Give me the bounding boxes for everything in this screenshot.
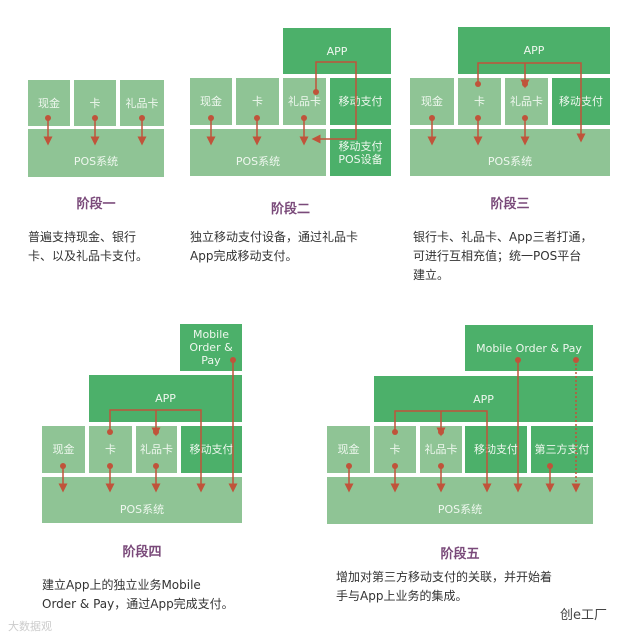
s4-mobile-block: 移动支付: [181, 426, 242, 473]
s3-desc: 银行卡、礼品卡、App三者打通， 可进行互相充值；统一POS平台 建立。: [413, 228, 638, 285]
s5-mop-block: Mobile Order & Pay: [465, 325, 593, 371]
desc-line: App完成移动支付。: [190, 249, 298, 263]
s5-pos-block: POS系统: [327, 477, 593, 524]
s2-gift-block: 礼品卡: [283, 78, 326, 125]
s4-mop-block: Mobile Order & Pay: [180, 324, 242, 371]
s5-gift-block: 礼品卡: [420, 426, 462, 473]
s5-cash-block: 现金: [327, 426, 370, 473]
s5-third-block: 第三方支付: [531, 426, 593, 473]
s4-app-block: APP: [89, 375, 242, 422]
s4-desc: 建立App上的独立业务Mobile Order & Pay，通过App完成支付。: [42, 576, 282, 614]
desc-line: 增加对第三方移动支付的关联，并开始着: [336, 570, 553, 584]
s1-cash-block: 现金: [28, 80, 70, 126]
s2-desc: 独立移动支付设备，通过礼品卡 App完成移动支付。: [190, 228, 400, 266]
s2-title: 阶段二: [270, 202, 310, 217]
s2-card-block: 卡: [236, 78, 279, 125]
s4-pos-block: POS系统: [42, 477, 242, 523]
desc-line: 普遍支持现金、银行: [28, 230, 137, 244]
s1-card-block: 卡: [74, 80, 116, 126]
s5-card-block: 卡: [374, 426, 416, 473]
s1-gift-block: 礼品卡: [120, 80, 164, 126]
s3-pos-block: POS系统: [410, 129, 610, 176]
desc-line: 银行卡、礼品卡、App三者打通，: [413, 230, 593, 244]
s4-cash-block: 现金: [42, 426, 85, 473]
s2-mobile-block: 移动支付: [330, 78, 391, 125]
s4-title: 阶段四: [122, 545, 162, 560]
s5-title: 阶段五: [440, 547, 480, 562]
watermark-right: 创e工厂: [560, 608, 607, 623]
s5-mobile-block: 移动支付: [465, 426, 527, 473]
desc-line: 卡、以及礼品卡支付。: [28, 249, 149, 263]
watermark-left: 大数据观: [8, 620, 52, 633]
desc-line: 独立移动支付设备，通过礼品卡: [190, 230, 359, 244]
s4-card-block: 卡: [89, 426, 132, 473]
s1-pos-block: POS系统: [28, 129, 164, 177]
s2-mobile-pos-block: 移动支付 POS设备: [330, 129, 391, 176]
s4-gift-block: 礼品卡: [136, 426, 177, 473]
s2-app-block: APP: [283, 28, 391, 74]
s2-cash-block: 现金: [190, 78, 232, 125]
s3-mobile-block: 移动支付: [552, 78, 610, 125]
desc-line: 建立。: [413, 268, 450, 282]
desc-line: 手与App上业务的集成。: [336, 589, 468, 603]
s3-cash-block: 现金: [410, 78, 454, 125]
s3-app-block: APP: [458, 27, 610, 74]
s1-desc: 普遍支持现金、银行 卡、以及礼品卡支付。: [28, 228, 188, 266]
s3-gift-block: 礼品卡: [505, 78, 548, 125]
s5-desc: 增加对第三方移动支付的关联，并开始着 手与App上业务的集成。: [336, 568, 616, 606]
s3-title: 阶段三: [490, 197, 530, 212]
s1-title: 阶段一: [76, 197, 116, 212]
s2-pos-block: POS系统: [190, 129, 326, 176]
desc-line: Order & Pay，通过App完成支付。: [42, 597, 234, 611]
desc-line: 建立App上的独立业务Mobile: [42, 578, 201, 592]
desc-line: 可进行互相充值；统一POS平台: [413, 249, 582, 263]
s3-card-block: 卡: [458, 78, 501, 125]
s5-app-block: APP: [374, 376, 593, 422]
